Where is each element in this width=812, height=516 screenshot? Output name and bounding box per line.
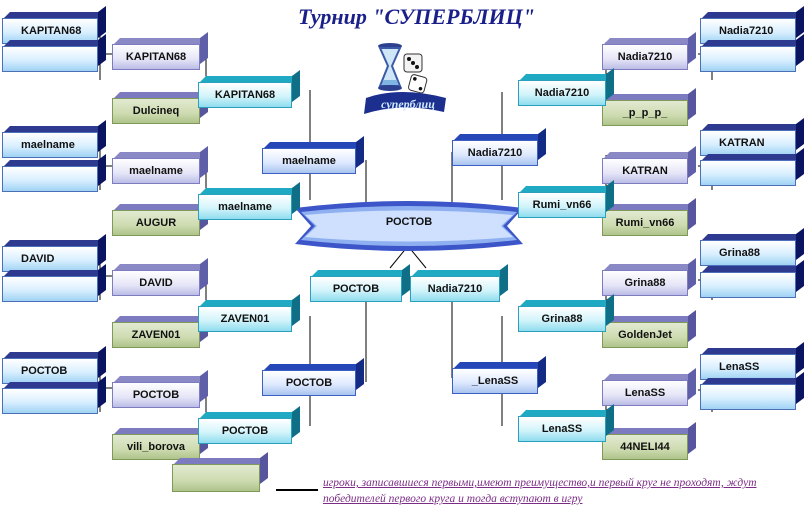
bracket-slot: maelname [262,135,364,174]
page-title: Турнир "СУПЕРБЛИЦ" [298,4,535,29]
bracket-slot: LenaSS [700,341,804,380]
bracket-slot: РОСТОВ [262,357,364,396]
bracket-slot: Rumi_vn66 [518,179,614,218]
bracket-slot [2,33,106,72]
hourglass-dice-logo-icon [364,43,446,114]
bracket-slot: РОСТОВ [112,369,208,408]
semifinal-slot-left: РОСТОВ [310,263,410,302]
bracket-slot: maelname [2,119,106,158]
bracket-slot [700,33,804,72]
bracket-slot: Rumi_vn66 [602,197,696,236]
bracket-slot: KAPITAN68 [198,69,300,108]
bracket-slot [2,153,106,192]
bracket-slot: РОСТОВ [198,405,300,444]
bracket-slot: Grina88 [700,227,804,266]
bracket-slot [700,371,804,410]
bracket-slot: LenaSS [602,367,696,406]
bracket-slot: Nadia7210 [452,127,546,166]
bracket-slot: KAPITAN68 [2,5,106,44]
bracket-slot: AUGUR [112,197,208,236]
final-winner: РОСТОВ [385,216,433,228]
legend-box [172,451,268,492]
logo: суперблиц [360,40,450,122]
bracket-slot: Nadia7210 [602,31,696,70]
bracket-slot: _р_р_р_ [602,87,696,126]
bracket-slot: KATRAN [602,145,696,184]
bracket-slot: _LenaSS [452,355,546,394]
bracket-slot: DAVID [112,257,208,296]
bracket-slot: Grina88 [602,257,696,296]
bracket-slot: Dulcineq [112,85,208,124]
bracket-slot: Nadia7210 [518,67,614,106]
bracket-slot: LenaSS [518,403,614,442]
bracket-slot: KAPITAN68 [112,31,208,70]
bracket-slot: vili_borova [112,421,208,460]
bracket-slot [700,259,804,298]
bracket-slot: DAVID [2,233,106,272]
legend-line [276,489,318,491]
bracket-slot: KATRAN [700,117,804,156]
final-banner [295,201,523,251]
bracket-slot: ZAVEN01 [112,309,208,348]
bracket-slot: ZAVEN01 [198,293,300,332]
bracket-slot [2,375,106,414]
bracket-slot: РОСТОВ [2,345,106,384]
bracket-slot [2,263,106,302]
note-text: игроки, записавшиеся первыми,имеют преим… [323,477,757,505]
semifinal-slot-right: Nadia7210 [410,263,508,302]
bracket-slot [700,147,804,186]
bracket-slot: maelname [112,145,208,184]
bracket-slot: maelname [198,181,300,220]
bracket-slot: Grina88 [518,293,614,332]
bracket-slot: GoldenJet [602,309,696,348]
bracket-slot: 44NELI44 [602,421,696,460]
logo-text: суперблиц [381,97,435,111]
